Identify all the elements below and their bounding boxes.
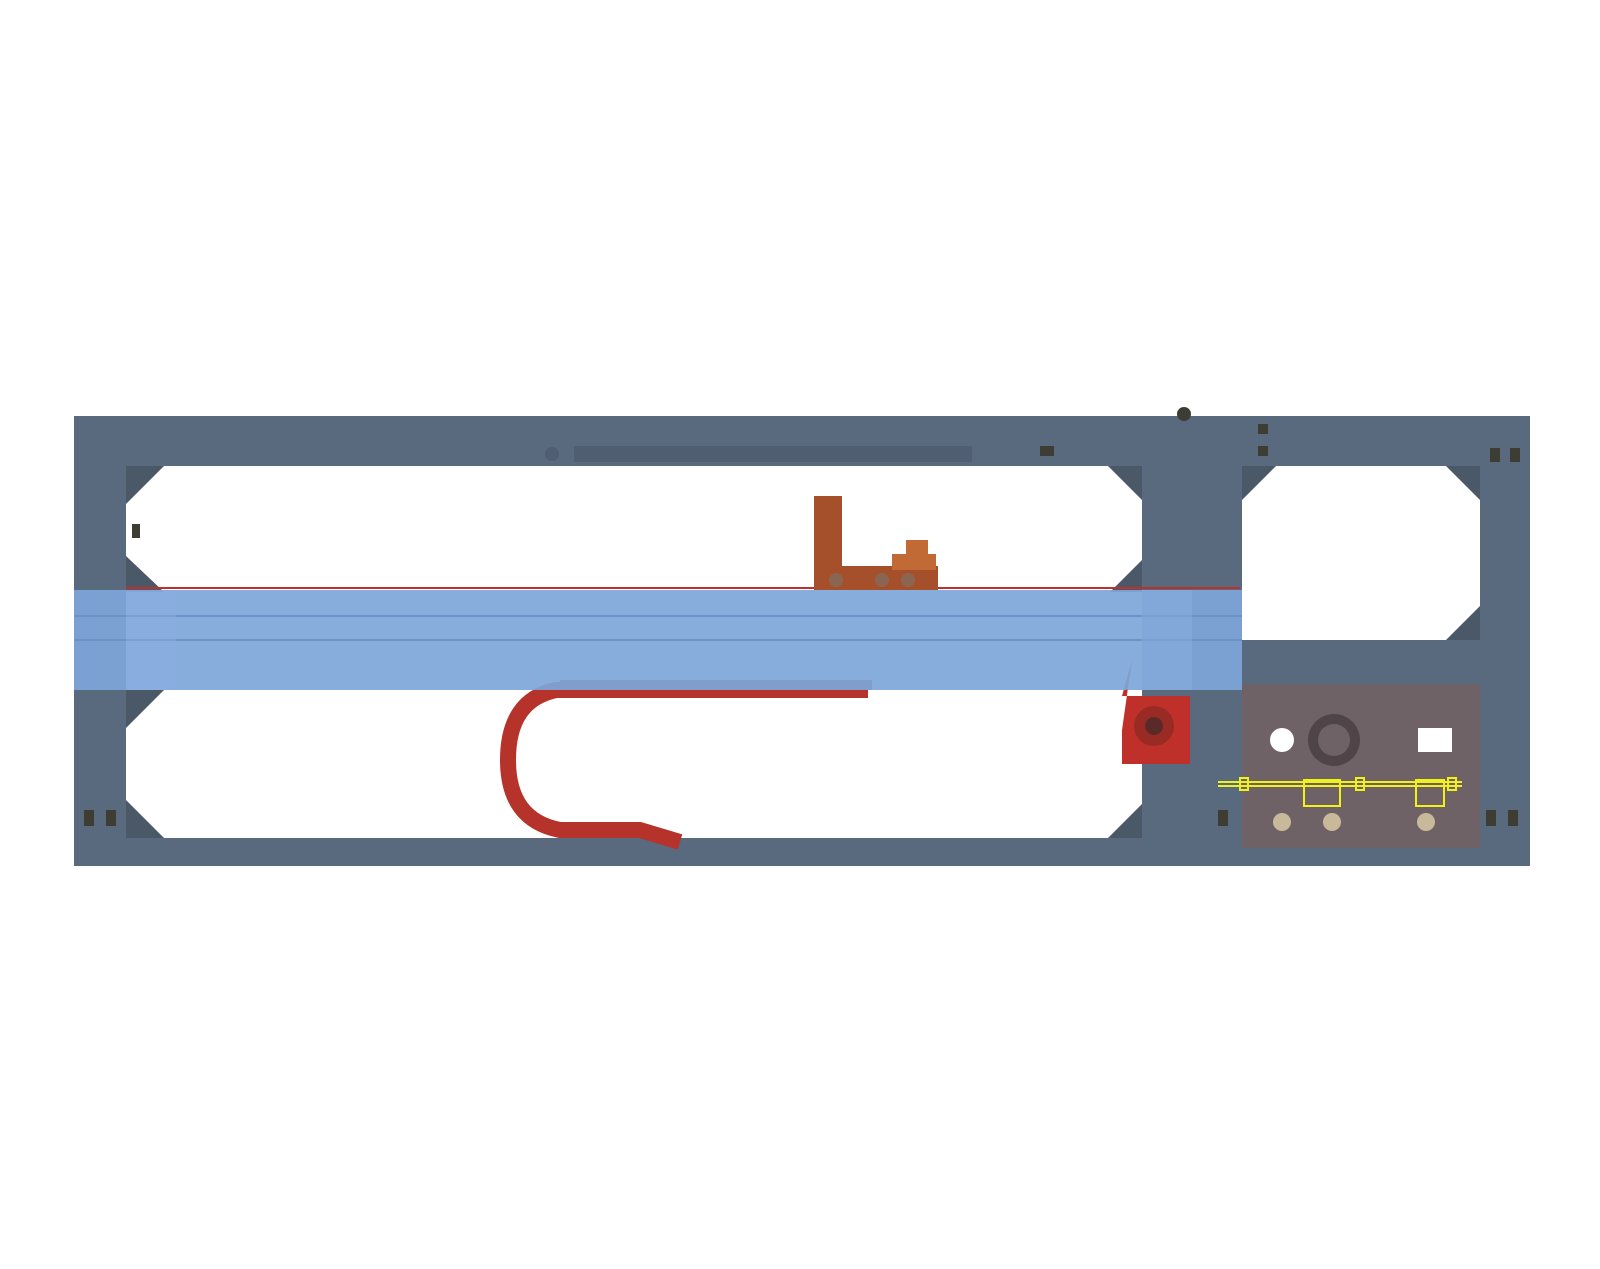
frame-mid-left-rail [74, 690, 126, 866]
top-rod [545, 446, 972, 462]
motor-hub-icon [1145, 717, 1163, 735]
tnut-icon [1508, 810, 1518, 826]
tnut-icon [132, 524, 140, 538]
tnut-icon [1040, 446, 1054, 456]
terminal-block-icon [1415, 779, 1445, 807]
switch-cutout-icon [1418, 728, 1452, 752]
bracket-icon [1108, 466, 1142, 500]
laser-head-carriage [814, 496, 938, 590]
bracket-icon [126, 556, 164, 592]
gantry-end-plate-left [126, 590, 176, 690]
electronics-bay [1242, 640, 1480, 848]
gantry-end-plate-right [1142, 590, 1192, 690]
bracket-icon [1446, 466, 1480, 500]
bracket-icon [1110, 560, 1142, 592]
tnut-icon [84, 810, 94, 826]
wheel-icon [829, 573, 843, 587]
bracket-icon [1242, 466, 1276, 500]
bracket-icon [126, 690, 164, 728]
wheel-icon [875, 573, 889, 587]
wire-clip-icon [1447, 777, 1457, 791]
tnut-icon [1218, 810, 1228, 826]
wire-clip-icon [1239, 777, 1249, 791]
drag-chain-upper [500, 682, 868, 850]
frame-right-rail [1480, 416, 1530, 866]
wiring-harness [1218, 777, 1462, 807]
rod-body [574, 446, 972, 462]
bracket-icon [126, 800, 164, 838]
bracket-icon [1446, 606, 1480, 640]
terminal-block-icon [1303, 779, 1341, 807]
bracket-icon [126, 466, 164, 504]
knob-icon [1323, 813, 1341, 831]
connector-port-icon [1270, 728, 1294, 752]
tnut-icon [1258, 424, 1268, 434]
bolt-icon [1177, 407, 1191, 421]
electronics-bay-lid [1242, 640, 1480, 684]
carriage-top-block [892, 554, 936, 570]
stepper-motor [1122, 660, 1190, 764]
fasteners [84, 407, 1520, 826]
wheel-icon [901, 573, 915, 587]
wire-clip-icon [1355, 777, 1365, 791]
fan-hub-icon [1318, 724, 1350, 756]
tnut-icon [1258, 446, 1268, 456]
knob-icon [1273, 813, 1291, 831]
rod-end-icon [545, 447, 559, 461]
tnut-icon [1486, 810, 1496, 826]
x-gantry-beam [74, 590, 1242, 690]
knob-icon [1417, 813, 1435, 831]
bracket-icon [1108, 804, 1142, 838]
tnut-icon [106, 810, 116, 826]
carriage-cap [906, 540, 928, 556]
tnut-icon [1510, 448, 1520, 462]
tnut-icon [1490, 448, 1500, 462]
